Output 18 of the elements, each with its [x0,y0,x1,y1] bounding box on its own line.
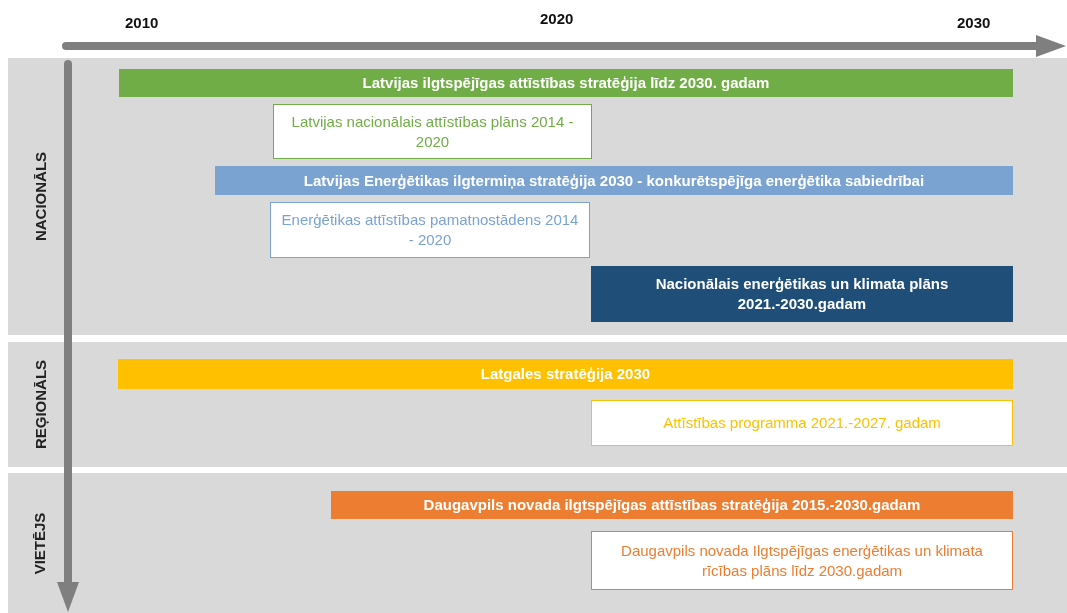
year-label: 2020 [540,10,574,27]
timeline-bar: Daugavpils novada ilgtspējīgas attīstības stratēģija 2015.-2030.gadam [331,491,1013,519]
year-label: 2030 [957,14,991,31]
timeline-box: Enerģētikas attīstības pamatnostādens 2014 - 2020 [270,202,590,258]
timeline-box: Latvijas nacionālais attīstības plāns 2014 - 2020 [273,104,592,159]
year-label: 2010 [125,14,159,31]
lane-heading: REĢIONĀLS [31,359,49,450]
swimlane-band [8,342,1067,467]
timeline-box: Attīstības programma 2021.-2027. gadam [591,400,1013,446]
swimlane-band [8,473,1067,613]
timeline-bar: Latgales stratēģija 2030 [118,359,1013,389]
timeline-bar: Nacionālais enerģētikas un klimata plāns 2021.-2030.gadam [591,266,1013,322]
lane-heading: NACIONĀLS [31,151,49,242]
timeline-bar: Latvijas ilgtspējīgas attīstības stratēģija līdz 2030. gadam [119,69,1013,97]
timeline-box: Daugavpils novada Ilgtspējīgas enerģētikas un klimata rīcības plāns līdz 2030.gadam [591,531,1013,590]
timeline-bar: Latvijas Enerģētikas ilgtermiņa stratēģija 2030 - konkurētspējīga enerģētika sabiedrībai [215,166,1013,195]
swimlane-band [8,58,1067,335]
lane-heading: VIETĒJS [31,512,49,574]
